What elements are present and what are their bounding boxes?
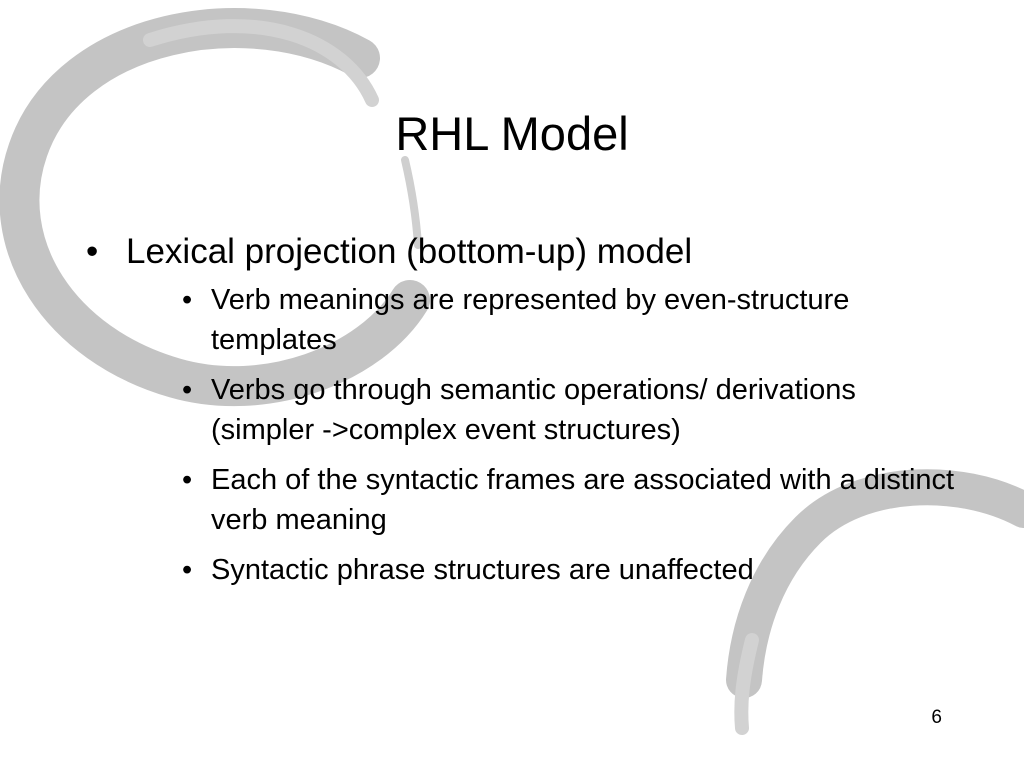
sub-bullet-text: Each of the syntactic frames are associa… bbox=[211, 464, 955, 536]
swirl-tail-lower-right bbox=[734, 633, 759, 735]
bullet-item-lexical-projection: • Lexical projection (bottom-up) model •… bbox=[86, 228, 966, 590]
swirl-tail-upper-left bbox=[401, 156, 422, 249]
sub-bullet-verb-meanings: • Verb meanings are represented by even-… bbox=[182, 280, 966, 360]
bullet-list: • Lexical projection (bottom-up) model •… bbox=[86, 228, 966, 600]
sub-bullet-glyph: • bbox=[182, 284, 193, 316]
swirl-ring-upper-left-inner bbox=[143, 19, 379, 107]
bullet-glyph: • bbox=[86, 232, 99, 271]
sub-bullet-text: Syntactic phrase structures are unaffect… bbox=[211, 554, 754, 586]
slide-title: RHL Model bbox=[395, 107, 629, 160]
sub-bullet-glyph: • bbox=[182, 374, 193, 406]
sub-bullet-glyph: • bbox=[182, 464, 193, 496]
sub-bullet-text: Verbs go through semantic operations/ de… bbox=[211, 374, 856, 446]
sub-bullet-semantic-operations: • Verbs go through semantic operations/ … bbox=[182, 370, 966, 450]
sub-bullet-syntactic-frames: • Each of the syntactic frames are assoc… bbox=[182, 460, 966, 540]
sub-bullet-list: • Verb meanings are represented by even-… bbox=[126, 280, 966, 590]
page-number: 6 bbox=[931, 707, 942, 728]
bullet-text: Lexical projection (bottom-up) model bbox=[126, 232, 693, 271]
sub-bullet-phrase-structures: • Syntactic phrase structures are unaffe… bbox=[182, 550, 966, 590]
sub-bullet-text: Verb meanings are represented by even-st… bbox=[211, 284, 850, 356]
swirl-ring-lower-right bbox=[726, 469, 1024, 698]
sub-bullet-glyph: • bbox=[182, 554, 193, 586]
